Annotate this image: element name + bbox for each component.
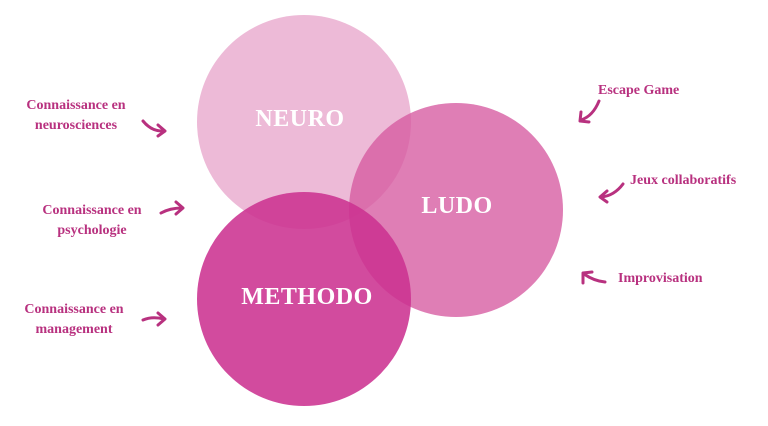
label-psychologie: Connaissance en psychologie <box>30 201 154 241</box>
label-psychologie-line1: Connaissance en <box>42 203 142 218</box>
label-neurosciences: Connaissance en neurosciences <box>14 96 138 136</box>
label-management-line2: management <box>35 322 113 337</box>
curved-arrow-icon <box>141 311 167 327</box>
curved-arrow-icon <box>159 200 185 216</box>
curved-arrow-icon <box>581 270 607 285</box>
label-improvisation: Improvisation <box>618 271 703 286</box>
neuro-label: NEURO <box>255 106 345 132</box>
label-neurosciences-line1: Connaissance en <box>26 98 126 113</box>
label-management: Connaissance en management <box>12 300 136 340</box>
curved-arrow-icon <box>141 119 167 138</box>
methodo-label: METHODO <box>241 284 373 310</box>
ludo-label: LUDO <box>421 193 493 219</box>
label-jeux-collaboratifs: Jeux collaboratifs <box>630 173 737 188</box>
label-psychologie-line2: psychologie <box>57 223 127 238</box>
label-neurosciences-line2: neurosciences <box>34 118 118 133</box>
label-management-line1: Connaissance en <box>24 302 124 317</box>
curved-arrow-icon <box>598 182 625 204</box>
curved-arrow-icon <box>578 99 601 124</box>
label-escape-game: Escape Game <box>598 83 680 98</box>
methodo-circle <box>197 192 411 406</box>
